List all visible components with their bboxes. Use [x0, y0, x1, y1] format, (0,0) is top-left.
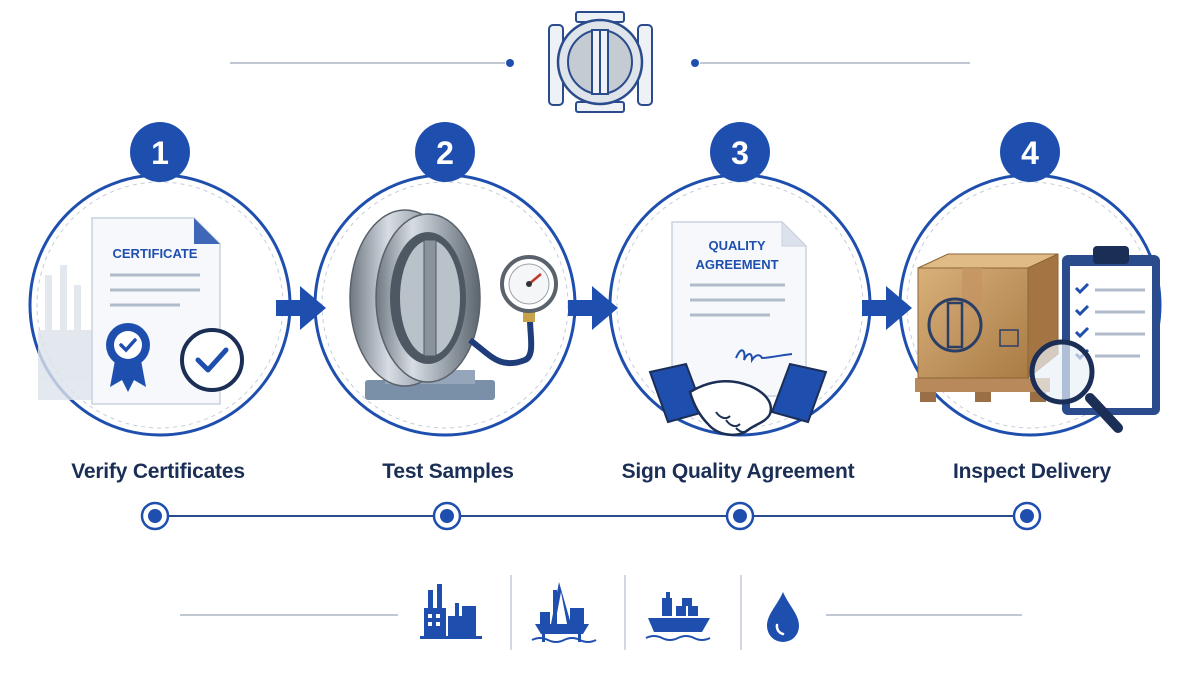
arrow-icon	[568, 286, 618, 330]
checkmark-icon	[180, 328, 244, 392]
cargo-ship-icon	[645, 592, 711, 641]
timeline-node	[1012, 501, 1042, 531]
step-4-label: Inspect Delivery	[953, 460, 1111, 483]
handshake-icon: QUALITY AGREEMENT	[648, 220, 828, 437]
water-drop-icon	[767, 592, 799, 642]
step-3-badge	[710, 122, 770, 182]
header-dot-right	[691, 59, 699, 67]
step-1-label: Verify Certificates	[71, 460, 245, 483]
valve-pressure-gauge-icon	[349, 209, 558, 400]
header-dot-left	[506, 59, 514, 67]
header	[230, 11, 970, 113]
step-3-label: Sign Quality Agreement	[621, 460, 855, 483]
certificate-title: CERTIFICATE	[113, 246, 198, 261]
factory-icon	[420, 584, 482, 639]
arrow-icon	[862, 286, 912, 330]
step-1-number: 1	[151, 135, 169, 171]
magnifier-icon	[1029, 339, 1123, 433]
ribbon-seal-icon	[106, 323, 150, 392]
step-4-badge	[1000, 122, 1060, 182]
factory-background-icon	[38, 265, 98, 400]
certificate-icon: CERTIFICATE	[38, 217, 244, 405]
check-valve-icon	[548, 11, 653, 113]
step-badges: 1 2 3 4	[130, 122, 1060, 182]
timeline-node	[140, 501, 170, 531]
oil-rig-icon	[531, 582, 597, 643]
agreement-title-line2: AGREEMENT	[695, 257, 778, 272]
step-4-number: 4	[1021, 135, 1039, 171]
agreement-title-line1: QUALITY	[708, 238, 765, 253]
step-3-number: 3	[731, 135, 749, 171]
step-2-number: 2	[436, 135, 454, 171]
timeline-node	[432, 501, 462, 531]
package-inspection-icon	[915, 246, 1160, 433]
step-arrows	[276, 286, 912, 330]
step-1-badge	[130, 122, 190, 182]
industry-footer	[180, 575, 1022, 650]
step-2-badge	[415, 122, 475, 182]
timeline-node	[725, 501, 755, 531]
timeline	[140, 501, 1042, 531]
arrow-icon	[276, 286, 326, 330]
step-2-label: Test Samples	[382, 460, 514, 483]
